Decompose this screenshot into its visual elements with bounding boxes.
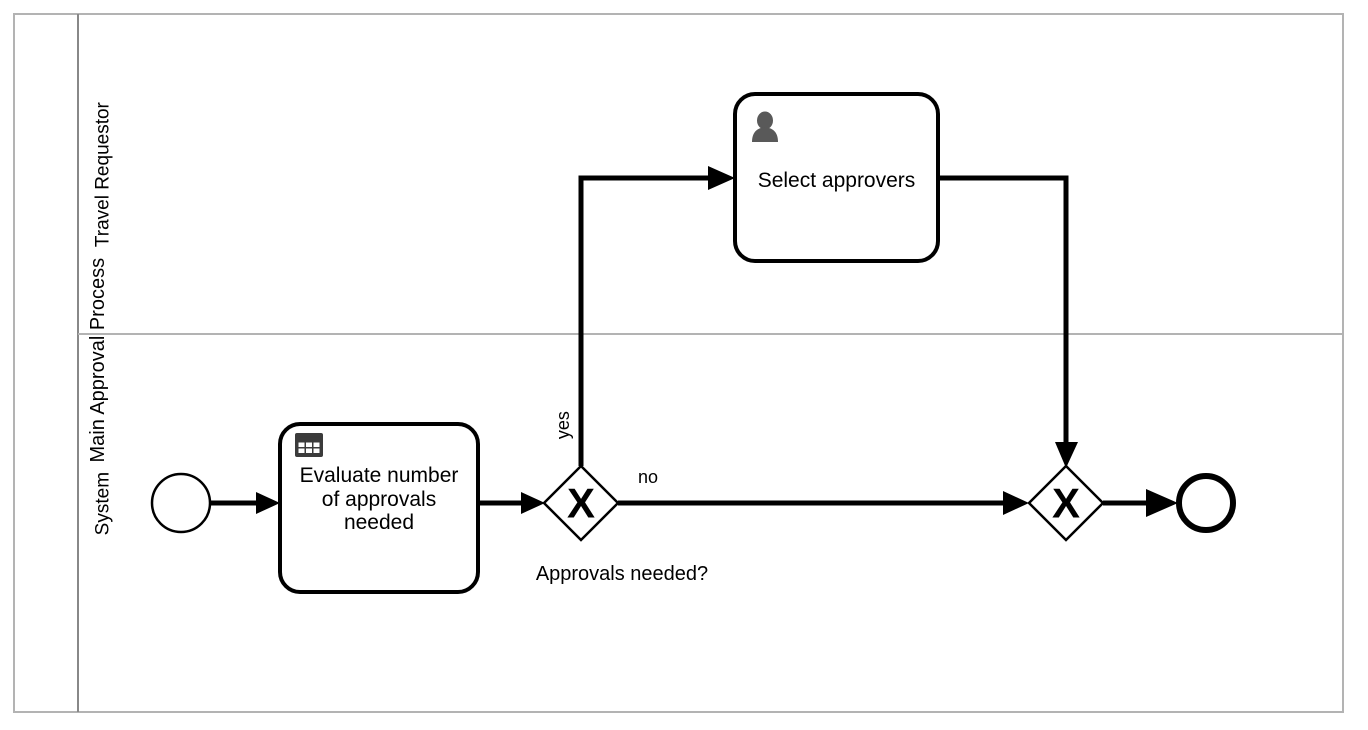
task-label-evaluate-approvals: Evaluate number of approvals needed — [299, 464, 459, 535]
flow-label-no: no — [638, 467, 659, 487]
lane-title-travel-requestor: Travel Requestor — [92, 102, 114, 248]
gateway-merge[interactable]: X — [1027, 464, 1105, 542]
gateway-approvals-needed[interactable]: X — [542, 464, 620, 542]
task-select-approvers[interactable] — [733, 92, 940, 263]
flow-gateway-no[interactable] — [618, 491, 1029, 515]
flow-gateway-yes[interactable] — [578, 166, 735, 466]
gateway-label-approvals-needed: Approvals needed? — [535, 563, 709, 585]
pool-main-approval-process[interactable] — [13, 13, 1344, 713]
business-rule-table-icon — [295, 433, 323, 457]
task-evaluate-approvals[interactable] — [278, 422, 480, 594]
task-label-select-approvers: Select approvers — [757, 169, 916, 192]
start-event[interactable] — [150, 472, 212, 534]
end-event[interactable] — [1176, 473, 1236, 533]
lane-title-system: System — [92, 471, 114, 536]
gateway-exclusive-marker-2: X — [1052, 480, 1080, 527]
flow-merge-to-end[interactable] — [1103, 489, 1178, 517]
flow-start-to-evaluate[interactable] — [210, 492, 280, 514]
flow-label-yes: yes — [552, 411, 573, 440]
gateway-exclusive-marker-1: X — [567, 480, 595, 527]
flow-evaluate-to-gateway[interactable] — [478, 492, 545, 514]
user-person-icon — [752, 111, 778, 142]
flow-select-to-merge[interactable] — [938, 175, 1078, 468]
